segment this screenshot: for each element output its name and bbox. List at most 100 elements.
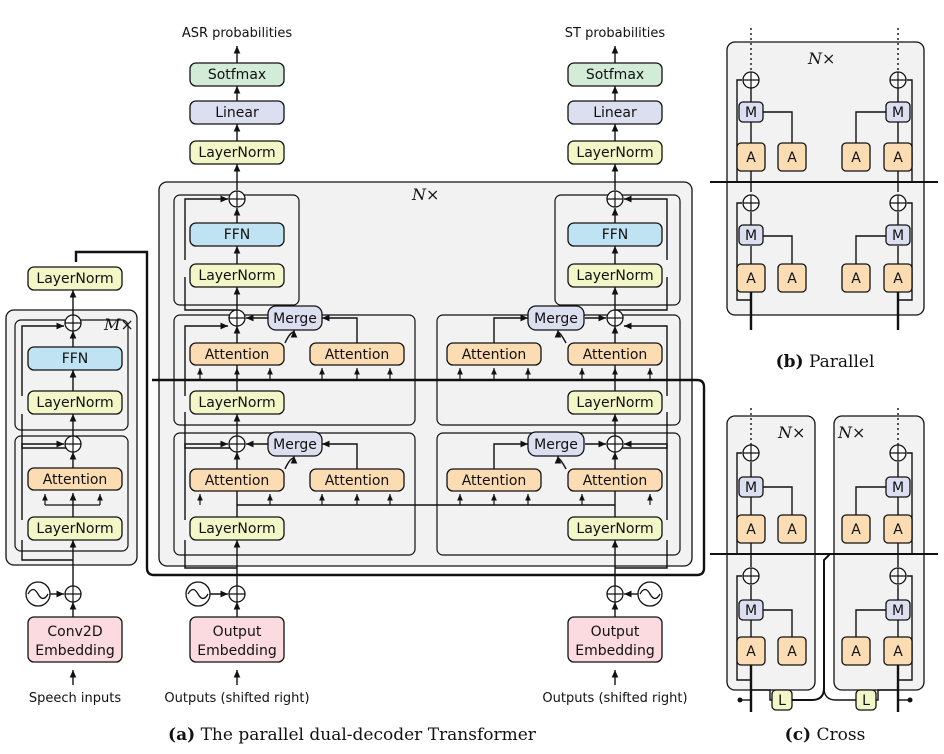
enc-input-layernorm-block bbox=[27, 516, 123, 541]
parallel-a-label: A bbox=[851, 150, 861, 166]
asr-output-embedding-line1: Output bbox=[213, 624, 262, 640]
asr-ffn-block bbox=[189, 222, 285, 247]
asr-linear-label: Linear bbox=[215, 105, 259, 121]
parallel-a-label: A bbox=[893, 150, 903, 166]
cross-right-repeat-label: N× bbox=[837, 423, 865, 442]
parallel-a-label: A bbox=[746, 271, 756, 287]
st-ffn-layernorm-block bbox=[567, 263, 663, 288]
st-softmax-block bbox=[567, 62, 663, 87]
st-cross-attention-bottom-block bbox=[446, 468, 542, 492]
enc-attention-label: Attention bbox=[43, 472, 108, 488]
asr-cross-attention-bottom-block bbox=[309, 468, 405, 492]
caption-c: (c) Cross bbox=[785, 725, 866, 745]
asr-cross-attention-top-label: Attention bbox=[325, 347, 390, 363]
asr-merge-top-block bbox=[267, 305, 323, 331]
cross-m-label: M bbox=[745, 603, 757, 619]
st-ffn-layernorm-label: LayerNorm bbox=[576, 268, 653, 284]
parallel-repeat-label: N× bbox=[807, 49, 835, 68]
st-mid-layernorm-label: LayerNorm bbox=[576, 395, 653, 411]
cross-l-label: L bbox=[862, 693, 870, 709]
st-merge-top-block bbox=[527, 305, 585, 331]
st-merge-bottom-block bbox=[527, 431, 585, 457]
parallel-m-label: M bbox=[892, 105, 904, 121]
st-mid-layernorm-block bbox=[567, 390, 663, 415]
asr-ffn-layernorm-label: LayerNorm bbox=[198, 268, 275, 284]
enc-ffn-block bbox=[27, 346, 123, 371]
asr-merge-bottom-block bbox=[267, 431, 323, 457]
conv2d-embedding-line2: Embedding bbox=[35, 643, 114, 659]
st-self-attention-top-block bbox=[567, 342, 663, 366]
cross-diagram: M M M M A A A A A A A A L L N× N× bbox=[710, 405, 938, 712]
cross-a-label: A bbox=[851, 522, 861, 538]
parallel-diagram: M M M M A A A A A A A A N× bbox=[710, 28, 938, 330]
enc-ffn-label: FFN bbox=[62, 351, 89, 367]
st-self-attention-bottom-block bbox=[567, 468, 663, 492]
caption-b-tag: (b) bbox=[776, 352, 804, 372]
cross-l-label: L bbox=[778, 693, 786, 709]
cross-m-label: M bbox=[892, 480, 904, 496]
encoder-memory-line bbox=[74, 250, 706, 577]
asr-input-layernorm-label: LayerNorm bbox=[198, 521, 275, 537]
conv2d-embedding-line1: Conv2D bbox=[47, 624, 102, 640]
st-output-embedding-block bbox=[567, 616, 663, 663]
st-merge-bottom-label: Merge bbox=[534, 437, 578, 453]
cross-left-repeat-label: N× bbox=[777, 423, 805, 442]
cross-m-label: M bbox=[892, 603, 904, 619]
caption-a-text: The parallel dual-decoder Transformer bbox=[201, 725, 537, 745]
parallel-m-label: M bbox=[745, 228, 757, 244]
asr-cross-attention-bottom-label: Attention bbox=[325, 473, 390, 489]
asr-final-layernorm-label: LayerNorm bbox=[198, 145, 275, 161]
cross-a-label: A bbox=[746, 522, 756, 538]
decoder-repeat-label: N× bbox=[411, 185, 439, 204]
enc-final-layernorm-label: LayerNorm bbox=[36, 271, 113, 287]
asr-softmax-label: Sotfmax bbox=[208, 67, 266, 83]
st-softmax-label: Sotfmax bbox=[586, 67, 644, 83]
asr-mid-layernorm-block bbox=[189, 390, 285, 415]
speech-inputs-label: Speech inputs bbox=[29, 691, 121, 706]
asr-final-layernorm-block bbox=[189, 140, 285, 165]
asr-output-embedding-block bbox=[189, 616, 285, 663]
asr-self-attention-bottom-label: Attention bbox=[205, 473, 270, 489]
cross-m-label: M bbox=[745, 480, 757, 496]
asr-self-attention-bottom-block bbox=[189, 468, 285, 492]
parallel-a-label: A bbox=[893, 271, 903, 287]
st-ffn-label: FFN bbox=[602, 227, 629, 243]
caption-b: (b) Parallel bbox=[776, 352, 875, 372]
asr-outputs-label: Outputs (shifted right) bbox=[164, 691, 309, 706]
caption-b-text: Parallel bbox=[809, 352, 874, 372]
st-final-layernorm-block bbox=[567, 140, 663, 165]
asr-linear-block bbox=[189, 100, 285, 125]
parallel-a-label: A bbox=[851, 271, 861, 287]
st-input-layernorm-label: LayerNorm bbox=[576, 521, 653, 537]
enc-ffn-layernorm-label: LayerNorm bbox=[36, 395, 113, 411]
enc-input-layernorm-label: LayerNorm bbox=[36, 521, 113, 537]
decoder-panel bbox=[158, 181, 693, 567]
sublayer-frames bbox=[14, 194, 681, 556]
st-outputs-label: Outputs (shifted right) bbox=[542, 691, 687, 706]
st-merge-top-label: Merge bbox=[534, 311, 578, 327]
parallel-a-label: A bbox=[787, 271, 797, 287]
st-input-layernorm-block bbox=[567, 516, 663, 541]
asr-cross-attention-top-block bbox=[309, 342, 405, 366]
st-cross-attention-top-block bbox=[446, 342, 542, 366]
cross-a-label: A bbox=[787, 522, 797, 538]
caption-a: (a) The parallel dual-decoder Transforme… bbox=[168, 725, 537, 745]
st-ffn-block bbox=[567, 222, 663, 247]
asr-merge-bottom-label: Merge bbox=[273, 437, 317, 453]
st-self-attention-bottom-label: Attention bbox=[583, 473, 648, 489]
st-linear-block bbox=[567, 100, 663, 125]
caption-c-tag: (c) bbox=[785, 725, 811, 745]
parallel-a-label: A bbox=[787, 150, 797, 166]
st-probabilities-label: ST probabilities bbox=[565, 26, 666, 41]
connections bbox=[21, 46, 668, 685]
cross-a-label: A bbox=[893, 522, 903, 538]
asr-softmax-block bbox=[189, 62, 285, 87]
asr-ffn-layernorm-block bbox=[189, 263, 285, 288]
conv2d-embedding-block bbox=[27, 616, 123, 663]
cross-a-label: A bbox=[787, 644, 797, 660]
caption-a-tag: (a) bbox=[168, 725, 195, 745]
st-cross-attention-top-label: Attention bbox=[462, 347, 527, 363]
st-linear-label: Linear bbox=[593, 105, 637, 121]
enc-ffn-layernorm-block bbox=[27, 390, 123, 415]
adder-crosses bbox=[65, 191, 623, 602]
